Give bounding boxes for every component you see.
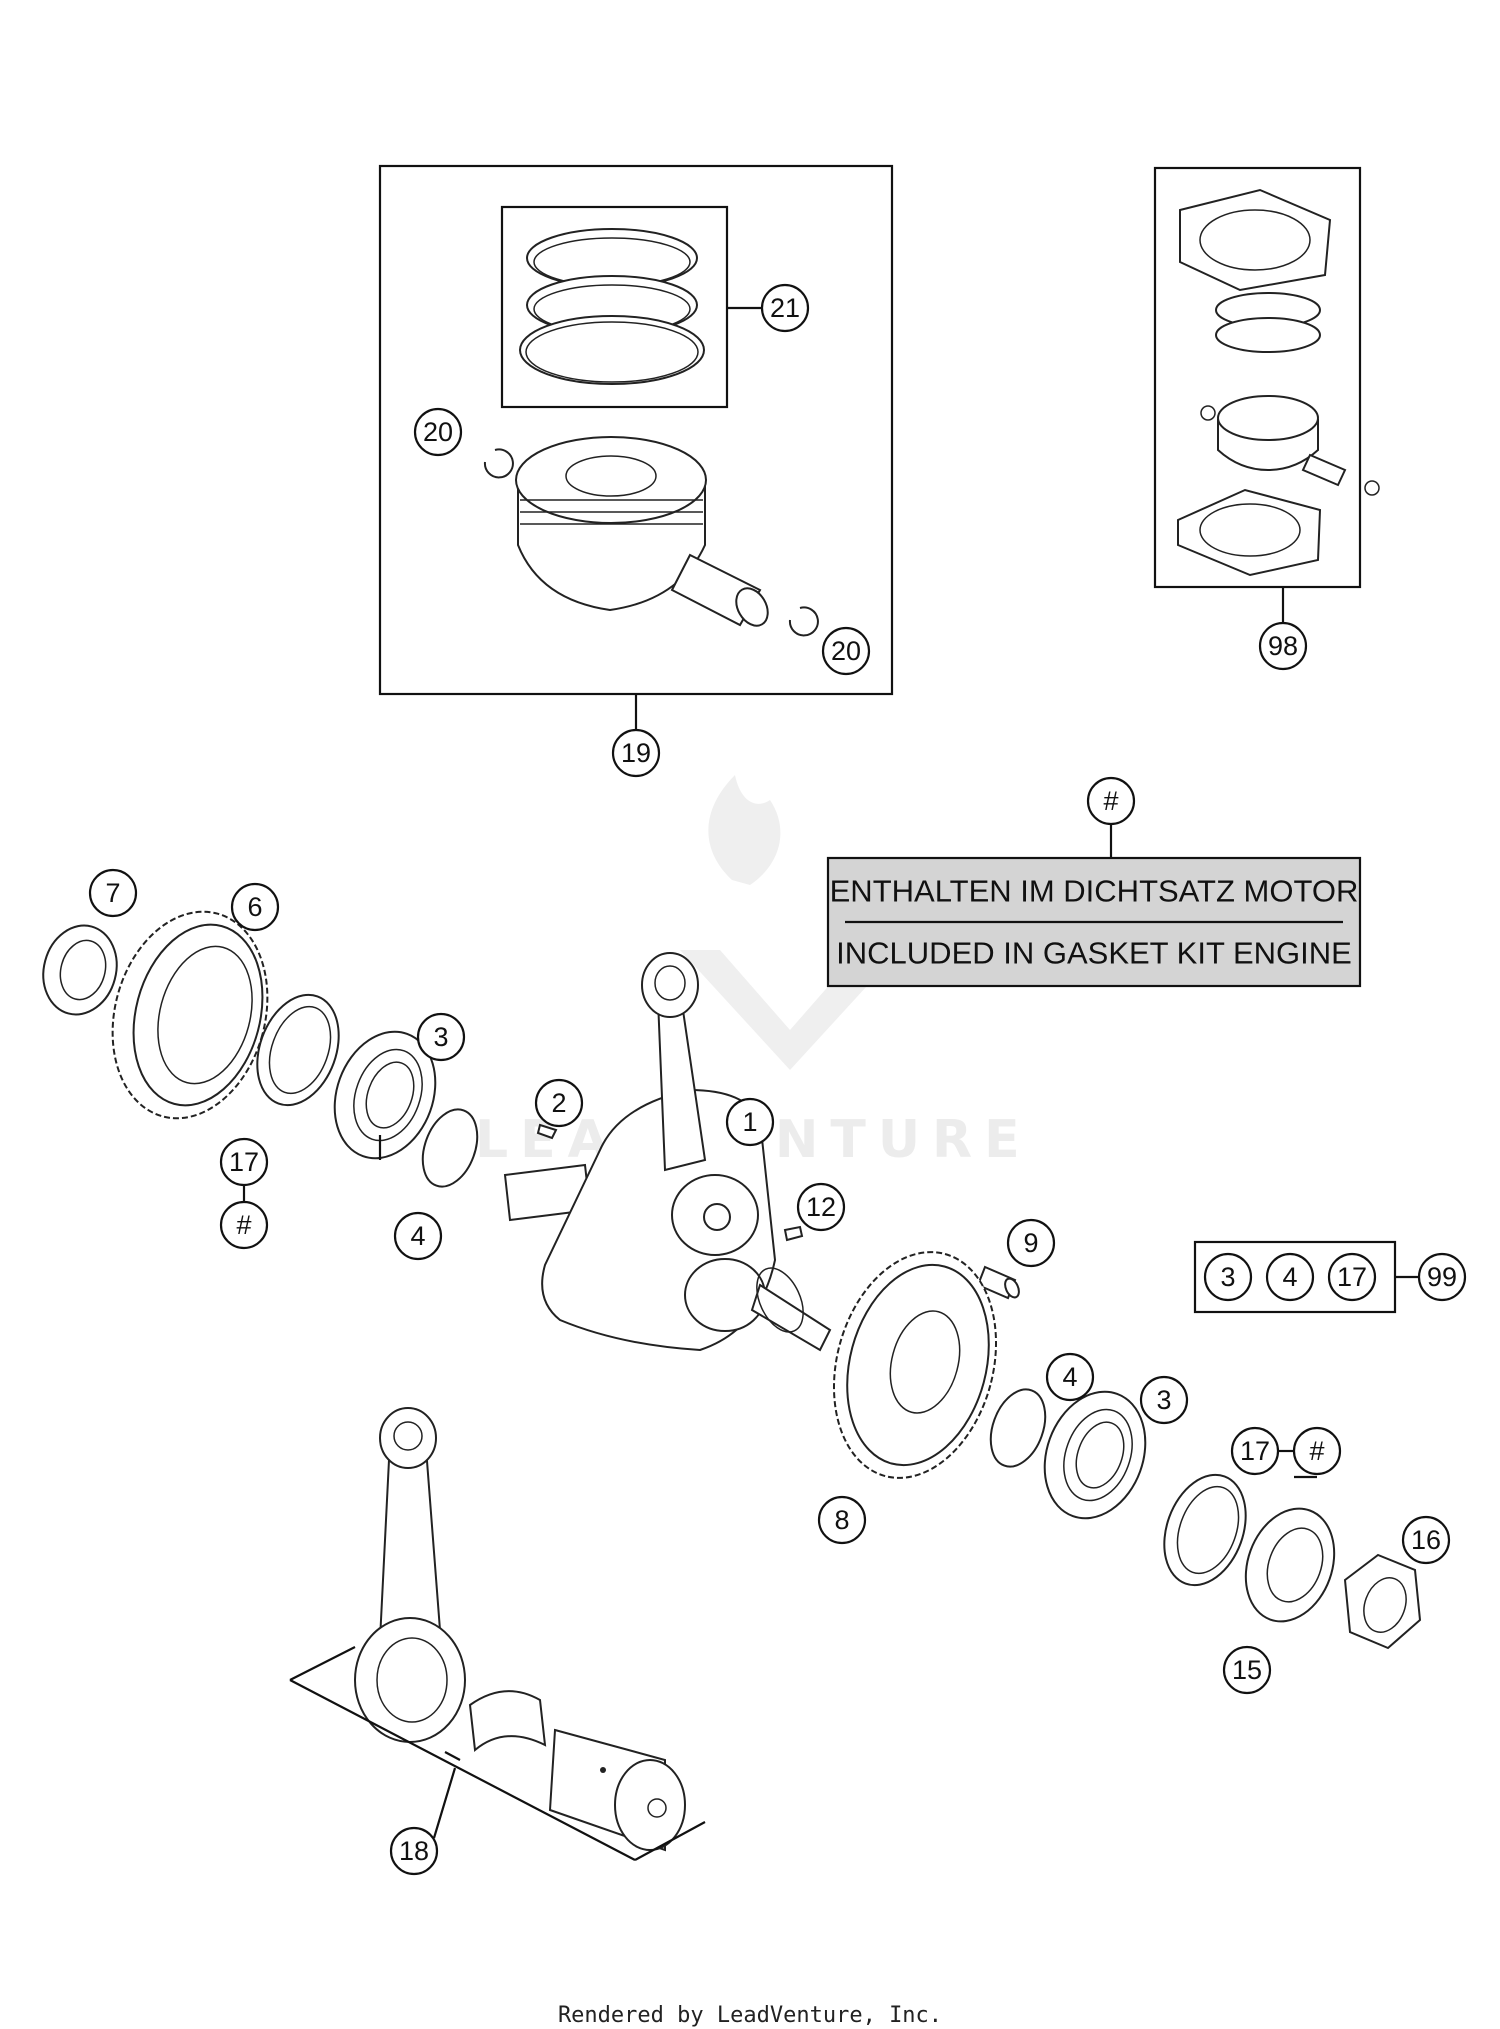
callout-17-right: 17 [1230, 1426, 1280, 1476]
oil-seal-17-left [256, 993, 340, 1107]
legend-text-en: INCLUDED IN GASKET KIT ENGINE [836, 936, 1352, 971]
callout-20-lower: 20 [821, 626, 871, 676]
svg-text:2: 2 [551, 1088, 566, 1118]
callout-20-upper: 20 [413, 407, 463, 457]
svg-text:1: 1 [742, 1107, 757, 1137]
svg-text:12: 12 [806, 1192, 836, 1222]
head-gasket [1179, 188, 1332, 292]
callout-4-right: 4 [1045, 1352, 1095, 1402]
base-gasket [1177, 488, 1322, 577]
timing-gear-8 [832, 1251, 998, 1479]
shim-4-right [989, 1388, 1047, 1468]
callout-hash-right: # [1292, 1426, 1342, 1476]
woodruff-key-2 [536, 1123, 558, 1140]
primary-gear-6 [111, 910, 269, 1120]
callout-17-left: 17 [219, 1137, 269, 1187]
svg-text:8: 8 [834, 1505, 849, 1535]
callout-19: 19 [611, 728, 661, 778]
gasket-kit-legend: ENTHALTEN IM DICHTSATZ MOTOR INCLUDED IN… [826, 824, 1362, 988]
svg-text:6: 6 [247, 892, 262, 922]
svg-text:99: 99 [1427, 1262, 1457, 1292]
hex-nut-16 [1343, 1553, 1422, 1650]
circlip-upper [483, 448, 514, 479]
callout-7: 7 [88, 868, 138, 918]
kit-piston-rings [1215, 292, 1321, 353]
svg-text:19: 19 [621, 738, 651, 768]
svg-text:15: 15 [1232, 1655, 1262, 1685]
spacer-15 [1244, 1507, 1336, 1623]
dowel-pin-9 [976, 1265, 1020, 1300]
legend-hash-marker: # [1086, 776, 1136, 826]
callout-8: 8 [817, 1495, 867, 1545]
callout-9: 9 [1006, 1218, 1056, 1268]
svg-text:17: 17 [1337, 1262, 1367, 1292]
piston [515, 436, 707, 612]
svg-text:3: 3 [1156, 1385, 1171, 1415]
callout-4-left: 4 [393, 1211, 443, 1261]
kit99-item-3: 3 [1203, 1252, 1253, 1302]
callout-98: 98 [1258, 621, 1308, 671]
svg-text:21: 21 [770, 293, 800, 323]
bearing-kit-99 [1193, 1240, 1420, 1314]
callout-hash-left: # [219, 1200, 269, 1250]
conrod-kit-18 [289, 1407, 706, 1861]
svg-text:4: 4 [410, 1221, 425, 1251]
svg-text:20: 20 [831, 636, 861, 666]
svg-text:18: 18 [399, 1836, 429, 1866]
svg-text:9: 9 [1023, 1228, 1038, 1258]
piston-rings [519, 228, 705, 385]
svg-text:17: 17 [229, 1147, 259, 1177]
svg-text:98: 98 [1268, 631, 1298, 661]
callout-99: 99 [1417, 1252, 1467, 1302]
svg-text:3: 3 [1220, 1262, 1235, 1292]
callout-3-right: 3 [1139, 1375, 1189, 1425]
callout-12: 12 [796, 1182, 846, 1232]
kit-piston [1200, 395, 1380, 496]
shaft-seal-7 [42, 924, 118, 1016]
svg-text:16: 16 [1411, 1525, 1441, 1555]
piston-assembly-group [378, 164, 894, 696]
svg-text:#: # [236, 1210, 251, 1240]
footer-credit: Rendered by LeadVenture, Inc. [557, 2003, 943, 2028]
callout-1: 1 [725, 1097, 775, 1147]
callout-21: 21 [760, 283, 810, 333]
callout-16: 16 [1401, 1515, 1451, 1565]
svg-text:4: 4 [1282, 1262, 1297, 1292]
svg-text:17: 17 [1240, 1436, 1270, 1466]
callout-2: 2 [534, 1078, 584, 1128]
circlip-lower [788, 606, 819, 637]
svg-text:3: 3 [433, 1022, 448, 1052]
piston-pin [670, 553, 769, 627]
crankshaft-1 [503, 952, 832, 1352]
legend-text-de: ENTHALTEN IM DICHTSATZ MOTOR [830, 874, 1359, 909]
svg-text:20: 20 [423, 417, 453, 447]
gasket-kit-frame [1153, 166, 1362, 589]
svg-text:4: 4 [1062, 1362, 1077, 1392]
svg-text:#: # [1103, 786, 1118, 816]
svg-text:#: # [1309, 1436, 1324, 1466]
leader-lines [378, 694, 1317, 1479]
kit99-item-4: 4 [1265, 1252, 1315, 1302]
oil-seal-17-right [1163, 1473, 1247, 1587]
woodruff-key-12 [783, 1225, 804, 1242]
callout-18: 18 [389, 1826, 439, 1876]
shim-4-left [421, 1108, 479, 1188]
kit99-item-17: 17 [1327, 1252, 1377, 1302]
callout-6: 6 [230, 882, 280, 932]
svg-text:7: 7 [105, 878, 120, 908]
callout-15: 15 [1222, 1645, 1272, 1695]
ball-bearing-3-left [333, 1030, 437, 1160]
gasket-kit-group [1153, 166, 1380, 622]
callout-3-left: 3 [416, 1012, 466, 1062]
ball-bearing-3-right [1043, 1390, 1147, 1520]
